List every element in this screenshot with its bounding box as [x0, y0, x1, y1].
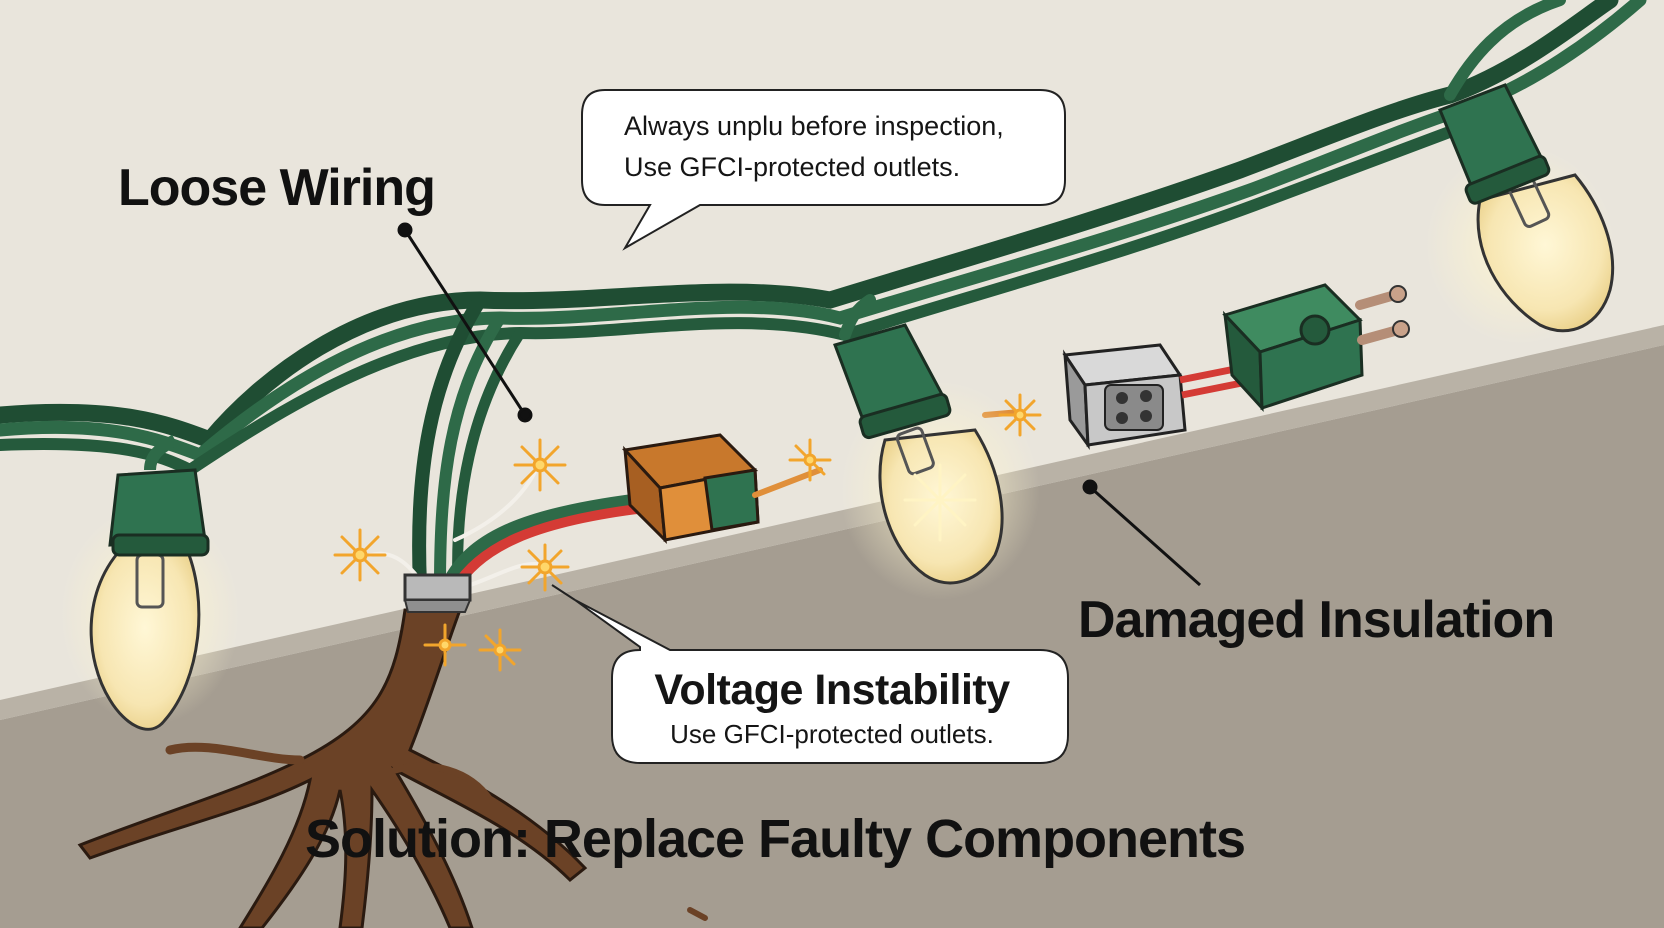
- spark-1: [513, 438, 567, 492]
- spark-6: [788, 438, 832, 482]
- voltage-bubble: [551, 584, 1069, 764]
- bulb-right: [1425, 83, 1615, 345]
- bulb-left: [60, 434, 240, 731]
- voltage-instability-title: Voltage Instability: [654, 666, 1010, 714]
- tip-line-1: Always unplu before inspection,: [624, 111, 1004, 141]
- damaged-insulation-pointer: [1089, 485, 1201, 587]
- voltage-instability-subtitle: Use GFCI-protected outlets.: [670, 719, 994, 749]
- callout-lines: [397, 222, 1201, 587]
- outlet-and-plug: [982, 283, 1410, 451]
- loose-wiring-label: Loose Wiring: [118, 159, 436, 217]
- spark-4: [423, 623, 467, 667]
- tip-bubble: [581, 89, 1066, 251]
- solution-label: Solution: Replace Faulty Components: [305, 809, 1246, 869]
- loose-wiring-pointer: [403, 229, 527, 416]
- tip-line-2: Use GFCI-protected outlets.: [624, 152, 961, 182]
- sparks: [333, 393, 1042, 672]
- spark-3: [520, 543, 570, 592]
- spark-7: [998, 393, 1042, 437]
- bulb-center: [833, 323, 1040, 600]
- root-bundle: [77, 573, 708, 928]
- damaged-insulation-label: Damaged Insulation: [1078, 591, 1555, 649]
- light-string-cord: [0, 0, 1647, 592]
- spark-2: [333, 528, 387, 582]
- spark-5: [478, 628, 522, 672]
